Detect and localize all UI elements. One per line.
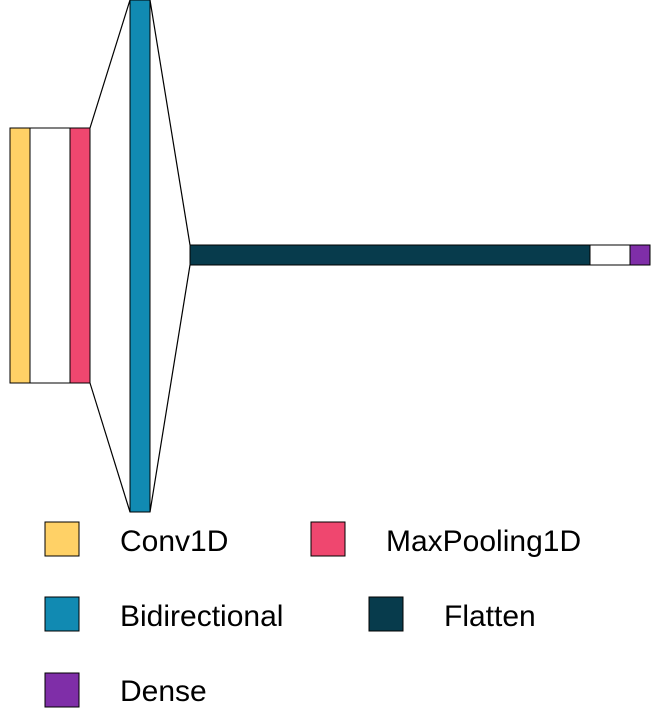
legend-swatch-conv1d — [44, 521, 80, 557]
legend-swatch-flatten — [368, 596, 404, 632]
legend-item-dense: Dense — [44, 672, 207, 708]
legend-label-conv1d: Conv1D — [120, 525, 228, 558]
layer-conv1d — [9, 127, 31, 384]
legend-label-bidirectional: Bidirectional — [120, 600, 283, 633]
layer-unlabeled-1 — [29, 127, 71, 384]
connector-line-top-left — [89, 0, 131, 129]
connector-line-top-right — [149, 0, 191, 246]
legend-label-maxpooling1d: MaxPooling1D — [386, 525, 581, 558]
connector-line-bottom-right — [149, 264, 191, 513]
legend-item-bidirectional: Bidirectional — [44, 596, 283, 633]
legend-label-flatten: Flatten — [444, 600, 536, 633]
legend-item-maxpooling1d: MaxPooling1D — [310, 521, 581, 558]
layer-maxpooling1d — [69, 127, 91, 384]
layer-dense — [629, 244, 651, 266]
layer-flatten — [189, 244, 591, 266]
legend-swatch-bidirectional — [44, 596, 80, 632]
layer-bidirectional — [129, 0, 151, 513]
legend-item-conv1d: Conv1D — [44, 521, 228, 558]
legend-label-dense: Dense — [120, 675, 207, 708]
connector-line-bottom-left — [89, 382, 131, 513]
layer-unlabeled-2 — [589, 244, 631, 266]
legend-item-flatten: Flatten — [368, 596, 536, 633]
legend-swatch-dense — [44, 672, 80, 708]
legend-swatch-maxpooling1d — [310, 521, 346, 557]
legend: Conv1D MaxPooling1D Bidirectional Flatte… — [44, 521, 581, 708]
